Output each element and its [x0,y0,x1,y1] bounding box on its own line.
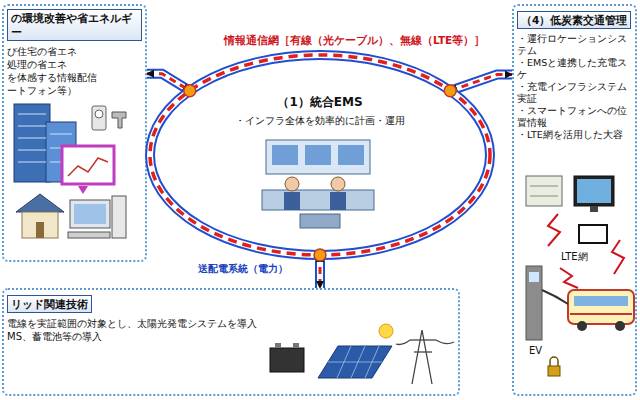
pipe-inner [450,75,512,91]
network-label: 情報通信網［有線（光ケーブル）、無線（LTE等）］ [222,34,487,47]
battery-illustration [270,343,304,372]
panel-heading: （4）低炭素交通管理 [517,11,631,29]
panel-heading: リッド関連技術 [7,295,92,313]
junction-dot [314,249,326,261]
server-illustration [526,176,562,206]
ring-stroke [150,55,490,255]
panel-item: ・EMSと連携した充電スケ [517,57,632,81]
panel-box: リッド関連技術電線を実証範囲の対象とし、太陽光発電システムを導入MS、蓄電池等の… [2,288,460,396]
pipe-outer [450,75,512,91]
pylon-illustration [396,330,454,384]
panel-item: ートフォン等） [7,84,142,97]
pipe-inner [147,74,190,91]
panel-item: ・充電インフラシステム実証 [517,81,632,105]
panel-box: （4）低炭素交通管理・運行ロケーションシステム・EMSと連携した充電スケ・充電イ… [512,4,637,396]
network-line [450,75,512,91]
pipe-connector [450,75,512,91]
lte-label: LTE網 [559,250,590,263]
panel-item: 処理の省エネ [7,58,142,71]
ring-outline [150,55,490,255]
panel-item: ・スマートフォンへの位置情報 [517,105,632,129]
panel-heading: の環境改善や省エネルギー [7,9,142,41]
panel-item: ・運行ロケーションシステム [517,33,632,57]
ring-stroke [150,55,490,255]
ev-charger-illustration [526,266,568,376]
radio-link-illustration [548,214,624,288]
panel-item: 電線を実証範囲の対象とし、太陽光発電システムを導入 [7,317,455,330]
panel-item: び住宅の省エネ [7,45,142,58]
pipe-outer [147,74,190,91]
control-room-illustration [262,140,374,228]
ems-ellipse: （1）統合EMS ・インフラ全体を効率的に計画・運用 [150,55,490,255]
panel-box: の環境改善や省エネルギーび住宅の省エネ処理の省エネを体感する情報配信ートフォン等… [2,4,147,262]
energy-chart-illustration [62,146,114,194]
panel-item: ・LTE網を活用した大容 [517,129,632,141]
monitor-illustration [574,176,614,244]
junction-dot [444,85,456,97]
house-illustration [16,194,64,238]
junction-dot [184,85,196,97]
computer-illustration [68,196,126,238]
panel-item: MS、蓄電池等の導入 [7,330,455,343]
ev-label: EV [527,344,544,357]
meter-illustration [92,106,126,130]
pipe-connector [147,74,190,91]
panel-item: を体感する情報配信 [7,71,142,84]
ems-heading: （1）統合EMS [273,94,366,111]
grid-label: 送配電系統（電力） [196,262,290,275]
ring-stroke [150,55,490,255]
bus-illustration [568,290,634,331]
ems-item: ・インフラ全体を効率的に計画・運用 [150,114,490,127]
solar-panel-illustration [318,324,393,378]
network-line [147,74,190,91]
